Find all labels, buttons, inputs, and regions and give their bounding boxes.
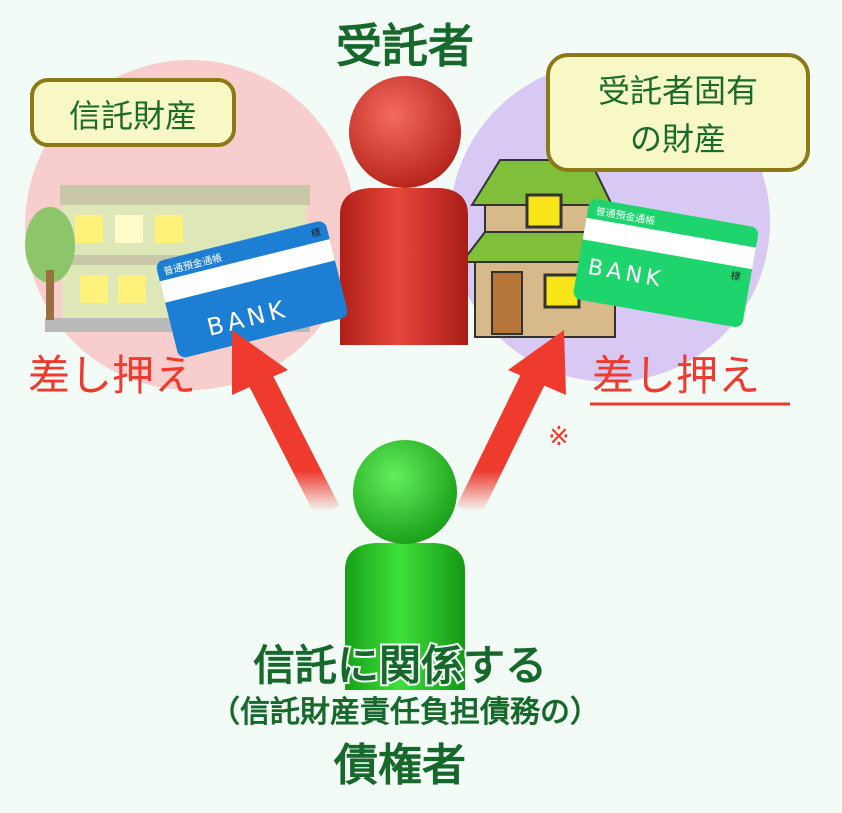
trust-property-label: 信託財産	[69, 97, 197, 135]
seize-label-left: 差し押え	[28, 351, 196, 400]
trust-property-label-box	[30, 78, 236, 147]
bank-card-blue: 普通預金通帳 様 BANK	[156, 221, 348, 358]
trustee-title: 受託者	[336, 19, 474, 73]
creditor-line3: 債権者	[333, 740, 466, 791]
creditor-figure	[345, 440, 465, 690]
creditor-line1: 信託に関係する	[253, 641, 547, 690]
seize-arrow-left	[232, 330, 340, 518]
note-mark: ※	[548, 422, 570, 452]
trustee-property-label-box	[546, 53, 810, 172]
creditor-line2: （信託財産責任負担債務の）	[210, 695, 600, 730]
bank-card-green: 普通預金通帳 様 BANK	[573, 199, 759, 328]
trustee-property-label-line1: 受託者固有	[598, 72, 758, 110]
seize-label-right: 差し押え	[592, 351, 760, 400]
svg-text:様: 様	[730, 269, 742, 284]
trustee-property-label-line2: の財産	[630, 120, 726, 158]
svg-text:様: 様	[309, 225, 322, 240]
seize-arrow-right	[456, 330, 566, 518]
trustee-figure	[340, 76, 468, 345]
